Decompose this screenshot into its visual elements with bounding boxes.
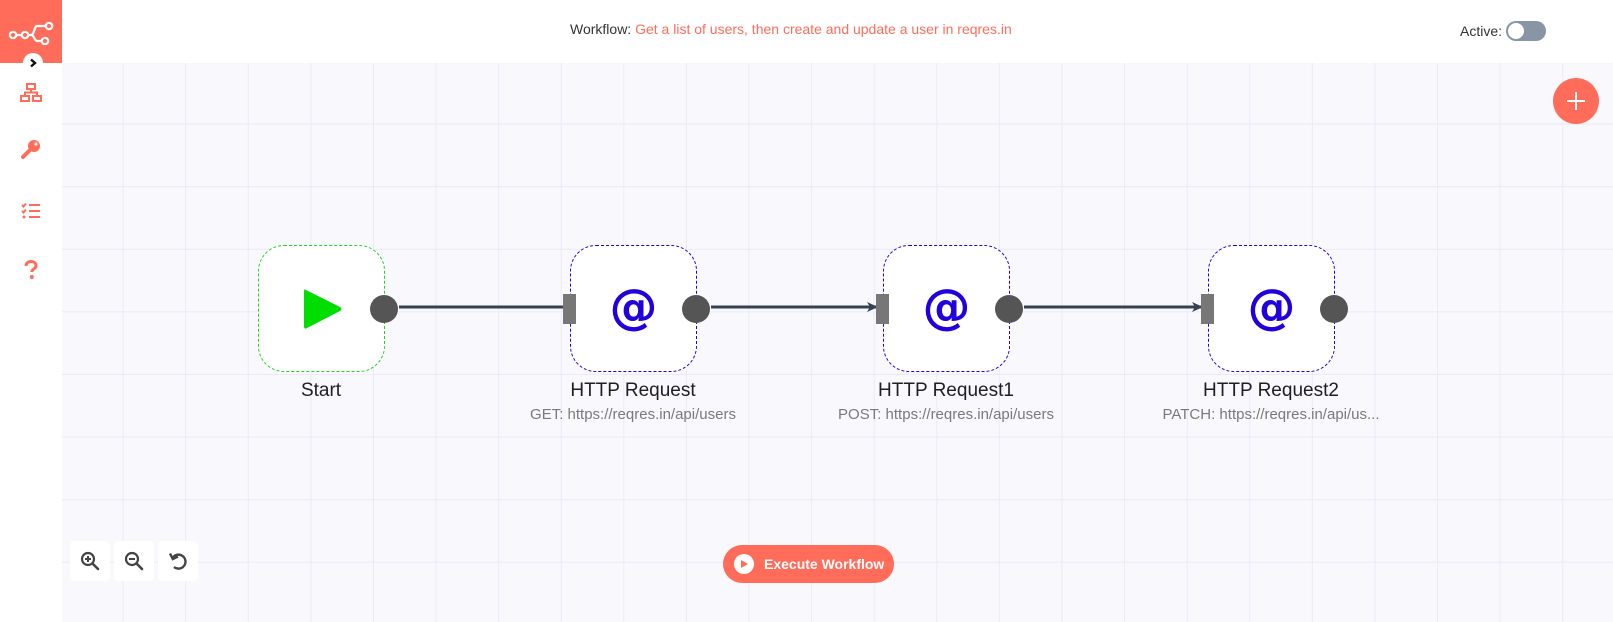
execute-workflow-label: Execute Workflow <box>764 556 885 572</box>
at-icon: @ <box>922 278 971 335</box>
output-handle[interactable] <box>682 295 710 323</box>
n8n-logo-icon <box>8 21 54 45</box>
output-handle[interactable] <box>1320 295 1348 323</box>
zoom-in-button[interactable] <box>70 541 110 581</box>
zoom-out-icon <box>124 551 144 571</box>
expand-sidebar-button[interactable] <box>23 53 43 73</box>
chevron-right-icon <box>30 58 37 68</box>
node-start[interactable] <box>258 245 398 372</box>
reset-zoom-button[interactable] <box>158 541 198 581</box>
active-toggle[interactable] <box>1506 21 1547 41</box>
node-name: HTTP Request2 <box>1203 380 1339 401</box>
header: Workflow: Get a list of users, then crea… <box>62 0 1613 63</box>
sidebar-item-executions[interactable] <box>16 196 46 226</box>
workflow-label: Workflow: <box>570 21 632 37</box>
node-name: HTTP Request <box>570 380 696 401</box>
output-handle[interactable] <box>995 295 1023 323</box>
input-handle[interactable] <box>876 294 889 324</box>
key-icon <box>21 140 40 159</box>
toggle-knob <box>1508 23 1525 39</box>
active-label: Active: <box>1460 23 1503 39</box>
zoom-out-button[interactable] <box>114 541 154 581</box>
zoom-in-icon <box>80 551 100 571</box>
node-http-request1[interactable]: @ <box>876 245 1023 372</box>
input-handle[interactable] <box>563 294 576 324</box>
node-name: HTTP Request1 <box>878 380 1014 401</box>
network-icon <box>20 83 42 102</box>
sidebar <box>0 0 62 622</box>
input-handle[interactable] <box>1201 294 1214 324</box>
n8n-logo[interactable] <box>0 0 62 63</box>
tasks-list-icon <box>21 202 40 219</box>
add-node-button[interactable] <box>1553 78 1599 124</box>
plus-icon <box>1567 92 1585 110</box>
sidebar-item-workflows[interactable] <box>16 78 46 108</box>
play-icon <box>303 288 341 329</box>
workflow-name[interactable]: Get a list of users, then create and upd… <box>635 21 1012 37</box>
execute-workflow-button[interactable]: Execute Workflow <box>723 545 894 583</box>
output-handle[interactable] <box>370 295 398 323</box>
node-subtitle: GET: https://reqres.in/api/users <box>530 406 736 423</box>
node-subtitle: PATCH: https://reqres.in/api/us... <box>1162 406 1380 423</box>
workflow-title: Workflow: Get a list of users, then crea… <box>570 21 1012 37</box>
node-http-request[interactable]: @ <box>563 245 710 372</box>
reset-zoom-icon <box>168 552 187 570</box>
sidebar-item-help[interactable] <box>16 255 46 285</box>
node-subtitle: POST: https://reqres.in/api/users <box>838 406 1054 423</box>
at-icon: @ <box>609 278 658 335</box>
play-circle-icon <box>734 554 754 574</box>
active-control: Active: <box>1460 21 1547 41</box>
at-icon: @ <box>1247 278 1296 335</box>
sidebar-item-credentials[interactable] <box>16 134 46 164</box>
node-name: Start <box>300 380 342 401</box>
node-http-request2[interactable]: @ <box>1201 245 1348 372</box>
question-icon <box>24 260 38 279</box>
